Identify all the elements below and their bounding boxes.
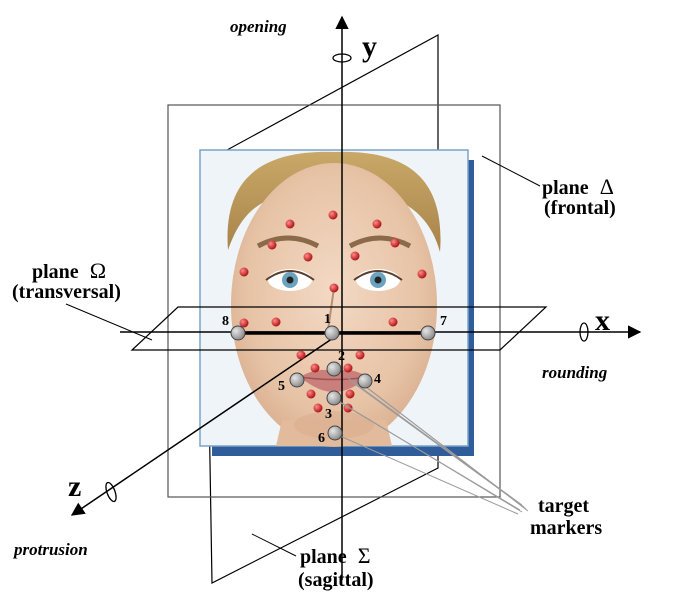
z-axis-letter: z (68, 470, 81, 503)
opening-label: opening (230, 17, 287, 36)
marker-number-1: 1 (324, 312, 331, 327)
marker-6 (328, 426, 342, 440)
y-axis-letter: y (362, 30, 377, 63)
marker-number-5: 5 (278, 379, 285, 394)
sagittal-plane-name: (sagittal) (298, 569, 374, 591)
frontal-plane-label: plane Δ (542, 174, 614, 199)
marker-3 (327, 391, 341, 405)
transversal-plane-label: plane Ω (32, 258, 106, 283)
transversal-plane-symbol: Ω (90, 258, 106, 283)
marker-4 (358, 374, 372, 388)
marker-number-6: 6 (318, 431, 325, 446)
marker-8 (231, 326, 245, 340)
target-markers-line1: target (538, 495, 589, 517)
rounding-label: rounding (542, 363, 608, 382)
frontal-plane-symbol: Δ (600, 174, 614, 199)
sagittal-leader (252, 534, 296, 556)
transversal-leader (66, 304, 152, 340)
marker-2 (327, 362, 341, 376)
transversal-plane-prefix: plane (32, 261, 79, 283)
sagittal-plane-label: plane Σ (300, 543, 371, 568)
marker-number-7: 7 (440, 314, 447, 329)
marker-number-2: 2 (338, 349, 345, 364)
sagittal-plane-prefix: plane (300, 546, 347, 568)
sagittal-plane-symbol: Σ (358, 543, 371, 568)
marker-1 (325, 326, 339, 340)
x-axis-letter: x (595, 304, 610, 337)
marker-5 (290, 373, 304, 387)
frontal-leader (482, 156, 540, 186)
marker-7 (421, 326, 435, 340)
marker-number-8: 8 (222, 314, 229, 329)
frontal-plane-prefix: plane (542, 177, 589, 199)
transversal-plane-name: (transversal) (12, 281, 121, 303)
protrusion-label: protrusion (12, 540, 88, 559)
marker-number-3: 3 (325, 407, 332, 422)
frontal-plane-name: (frontal) (544, 197, 616, 219)
marker-number-4: 4 (374, 372, 381, 387)
target-markers-line2: markers (530, 517, 602, 539)
